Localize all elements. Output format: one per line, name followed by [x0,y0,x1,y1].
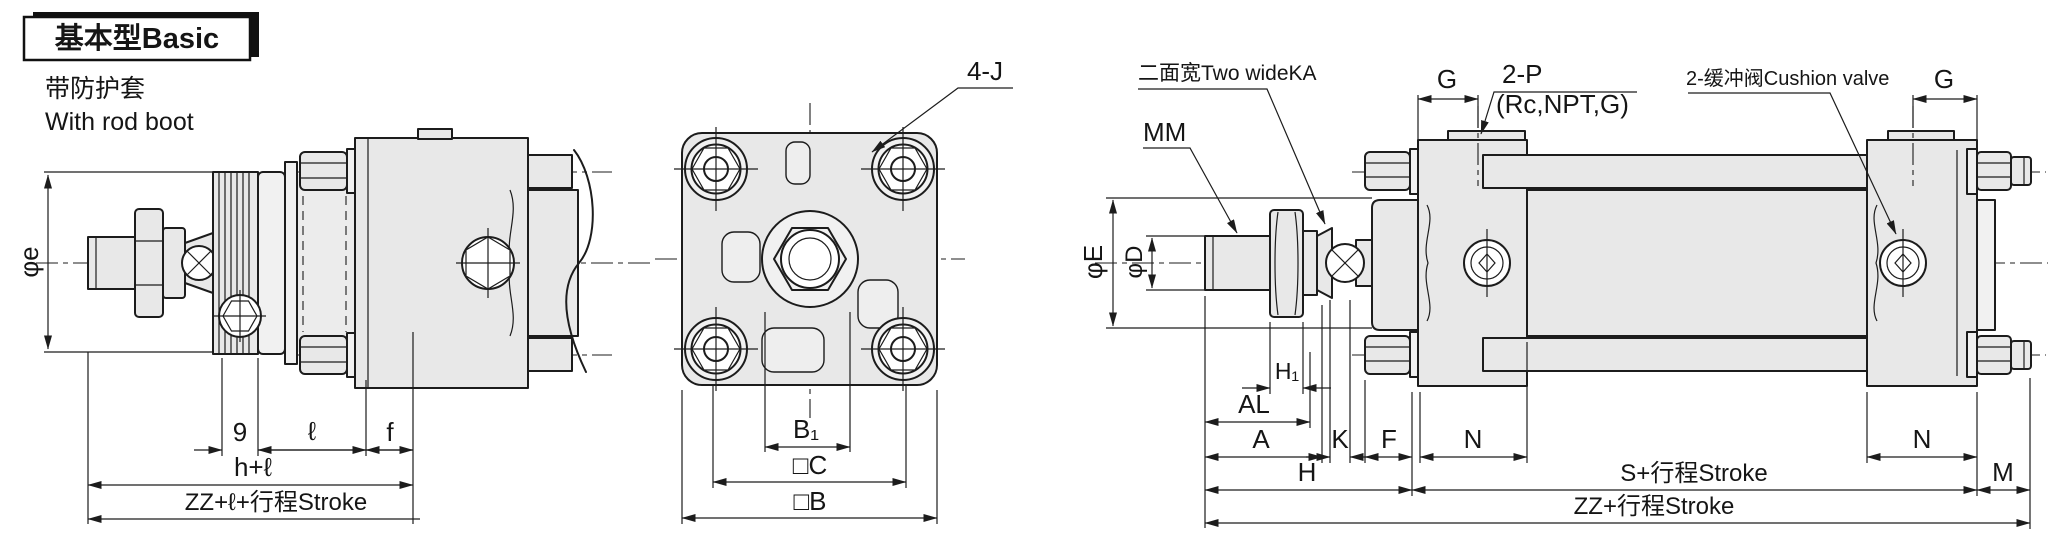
callout-ka: 二面宽Two wideKA [1138,62,1326,225]
dim-m: M [1992,457,2014,487]
dim-n-front: N [1464,424,1483,454]
cylinder-tube [1526,189,1868,337]
dim-ell: ℓ [308,416,317,446]
title-block: 基本型Basic 带防护套 With rod boot [22,12,259,136]
front-tie-rod-nuts [1364,148,1419,378]
dim-g-right: G [1934,64,1954,94]
label-4j-callout: 4-J [871,56,1013,153]
label-ka: 二面宽Two wideKA [1138,62,1317,85]
dim-b1: B₁ [793,414,819,444]
dim-s: S+行程Stroke [1620,460,1767,487]
tie-rod-top [1482,154,1868,189]
dim-phi-D: φD [1121,246,1148,279]
dim-g-left-group: G [1417,64,1479,140]
dim-f: f [386,417,394,447]
dim-k: K [1331,424,1349,454]
dim-zz-boot: ZZ+ℓ+行程Stroke [185,489,367,516]
label-port-threads: (Rc,NPT,G) [1496,89,1629,119]
dim-n-rear: N [1913,424,1932,454]
subtitle-en: With rod boot [45,108,194,136]
view-rod-boot: φe 9 ℓ f h+ℓ ZZ+ℓ+行程Stroke [14,128,655,524]
callout-port: 2-P (Rc,NPT,G) [1480,59,1637,135]
callout-mm: MM [1143,117,1238,234]
label-4j: 4-J [967,56,1003,86]
side-view-dimensions: H₁ AL A K F N N H S+行程Stroke M ZZ+行程Stro… [1204,296,2031,529]
view-front-face: 4-J B₁ □C □B [655,56,1013,524]
dim-phi-E: φE [1078,245,1108,279]
dim-al: AL [1238,389,1270,419]
boot-flange-bolt [214,290,266,342]
label-mm: MM [1143,117,1186,147]
rod-boot-dimensions: φe 9 ℓ f h+ℓ ZZ+ℓ+行程Stroke [14,171,420,524]
dim-h-ell: h+ℓ [234,452,273,482]
dim-phi-e: φe [14,246,44,277]
tie-rod-bottom [1482,337,1868,372]
dim-9: 9 [233,417,247,447]
front-head-with-break [284,128,594,389]
break-line [565,149,594,373]
dim-c: □C [793,450,827,480]
view-side: 二面宽Two wideKA MM 2-P (Rc,NPT,G) 2-缓冲阀Cus… [1078,59,2048,529]
dim-h1: H₁ [1275,358,1300,384]
rod-boss-center [761,210,859,308]
subtitle-cn: 带防护套 [45,75,145,103]
label-port: 2-P [1502,59,1542,89]
dim-g-left: G [1437,64,1457,94]
front-face-dimensions: B₁ □C □B [681,312,938,524]
rear-head [1866,106,1978,387]
piston-rod-end [87,208,217,318]
label-cushion: 2-缓冲阀Cushion valve [1686,67,1889,90]
dim-b: □B [793,486,826,516]
drawing-title: 基本型Basic [55,22,219,55]
dim-a: A [1252,424,1270,454]
dim-f-side: F [1381,424,1397,454]
dim-zz-side: ZZ+行程Stroke [1574,493,1735,520]
piston-rod [1204,199,1419,331]
callout-cushion: 2-缓冲阀Cushion valve [1686,67,1897,235]
dim-phi-group: φE φD [1078,197,1372,329]
dim-h: H [1298,457,1317,487]
rear-tie-rod-studs [1966,148,2032,378]
dim-g-right-group: G [1912,64,1978,140]
